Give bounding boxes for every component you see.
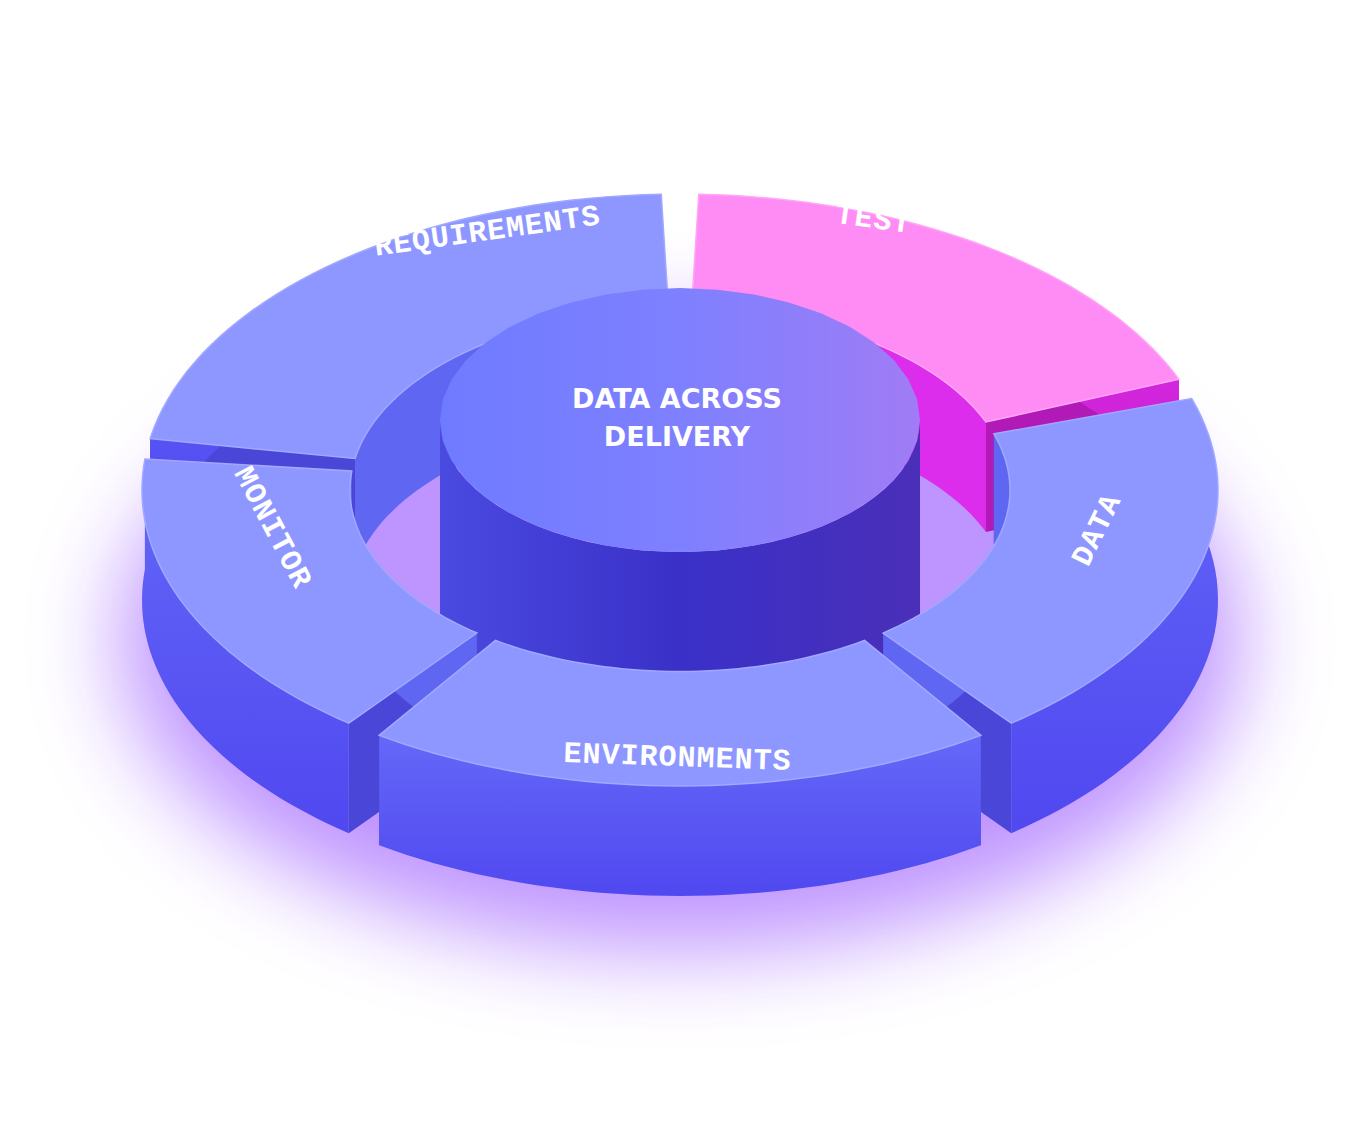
segment-label: TEST: [833, 198, 913, 242]
segment-label: ENVIRONMENTS: [562, 737, 791, 779]
hub-label: DATA ACROSS DELIVERY: [552, 380, 802, 456]
cylinder-top: [440, 288, 920, 552]
hub-node: DATA ACROSS DELIVERY: [544, 376, 810, 460]
segment-top: [379, 640, 981, 785]
ring-segment: [379, 640, 981, 895]
segment-node: ENVIRONMENTS: [554, 733, 800, 784]
segment-top: [142, 459, 477, 723]
segment-top: [883, 399, 1218, 724]
